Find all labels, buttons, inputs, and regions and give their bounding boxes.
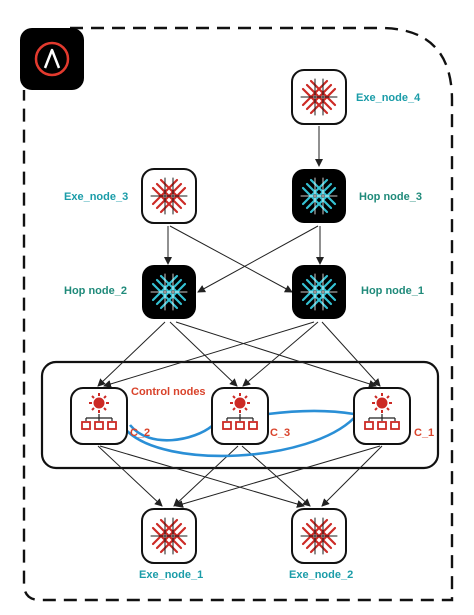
control-plane-box bbox=[40, 360, 440, 470]
edge-hop1-c3 bbox=[242, 321, 319, 387]
edge-hop2-c2 bbox=[97, 321, 166, 387]
label-exe-node-3: Exe_node_3 bbox=[64, 191, 129, 203]
outer-boundary bbox=[22, 26, 454, 602]
label-exe-node-1: Exe_node_1 bbox=[139, 569, 204, 581]
exe-node-1 bbox=[141, 508, 197, 564]
label-c2: C_2 bbox=[130, 427, 151, 439]
edge-hop3-hop2 bbox=[197, 225, 319, 293]
edge-exe3-hop1 bbox=[169, 225, 293, 293]
control-node-c3 bbox=[211, 387, 269, 445]
hop-node-3 bbox=[292, 169, 346, 223]
edge-hop2-c1 bbox=[175, 321, 377, 388]
control-node-c1 bbox=[353, 387, 411, 445]
mesh-c2-c1 bbox=[125, 417, 355, 458]
label-c1: C_1 bbox=[414, 427, 435, 439]
label-control-nodes: Control nodes bbox=[131, 386, 206, 398]
mesh-c3-c1 bbox=[267, 409, 355, 416]
ansible-logo-icon bbox=[20, 28, 84, 90]
exe-node-2 bbox=[291, 508, 347, 564]
edge-c1-exe1 bbox=[175, 445, 381, 508]
edge-c2-exe1 bbox=[97, 445, 163, 507]
label-hop-node-2: Hop node_2 bbox=[64, 285, 127, 297]
edge-group bbox=[97, 126, 383, 508]
edge-c2-exe2 bbox=[99, 445, 305, 508]
exe-node-3 bbox=[141, 168, 197, 224]
mesh-c2-c3 bbox=[128, 424, 213, 442]
label-exe-node-2: Exe_node_2 bbox=[289, 569, 354, 581]
label-hop-node-3: Hop node_3 bbox=[359, 191, 422, 203]
edge-hop1-c1 bbox=[321, 321, 381, 387]
exe-node-4 bbox=[291, 69, 347, 125]
label-hop-node-1: Hop node_1 bbox=[361, 285, 424, 297]
control-node-c2 bbox=[70, 387, 128, 445]
control-mesh-links bbox=[125, 409, 355, 458]
edge-c3-exe2 bbox=[241, 445, 311, 507]
label-exe-node-4: Exe_node_4 bbox=[356, 92, 421, 104]
edge-hop1-c2 bbox=[103, 321, 315, 388]
hop-node-2 bbox=[142, 265, 196, 319]
edge-hop2-c3 bbox=[169, 321, 238, 387]
label-c3: C_3 bbox=[270, 427, 291, 439]
hop-node-1 bbox=[292, 265, 346, 319]
edge-c1-exe2 bbox=[321, 445, 383, 507]
